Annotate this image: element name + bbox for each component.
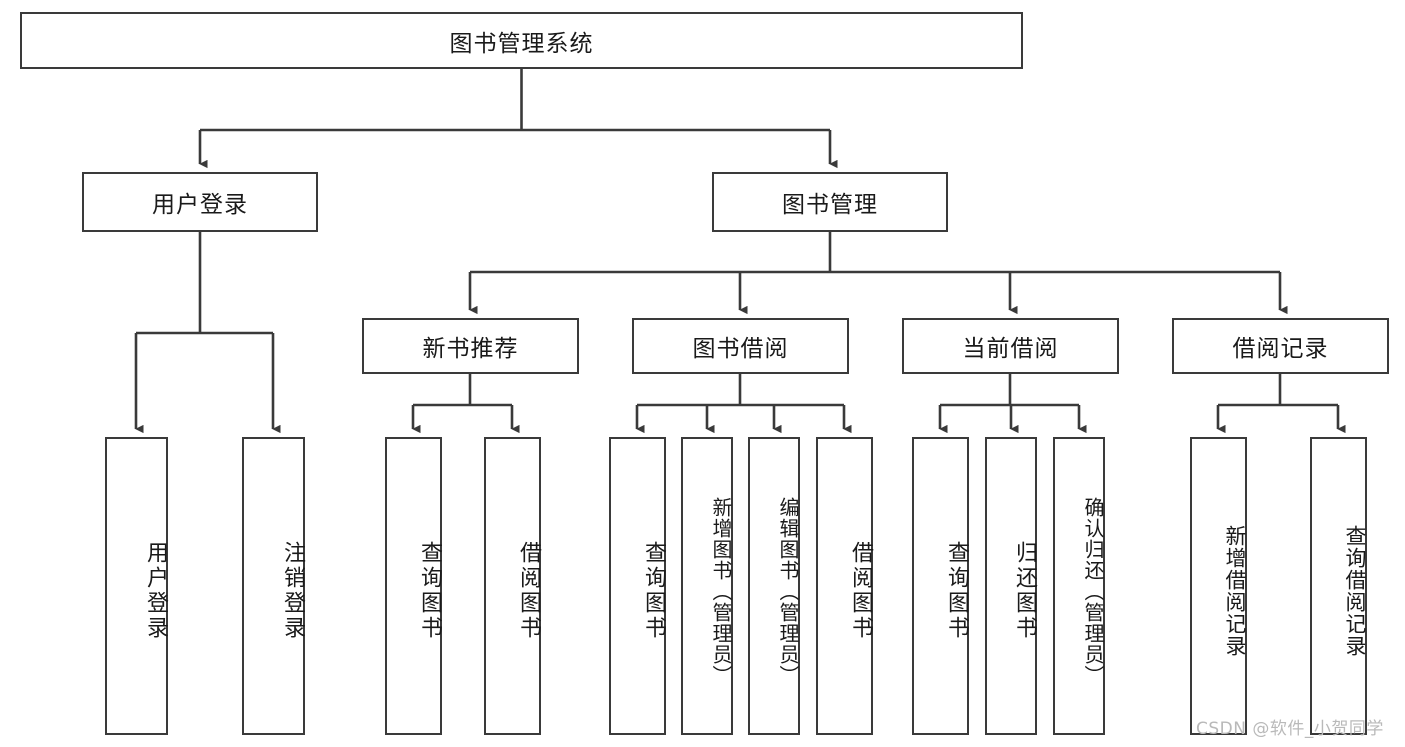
node-label: 查询借阅记录	[1343, 525, 1367, 657]
node-book-borrow[interactable]: 图书借阅	[632, 318, 849, 374]
node-label: 用户登录	[143, 541, 168, 641]
node-root-system[interactable]: 图书管理系统	[20, 12, 1023, 69]
leaf-logout[interactable]: 注销登录	[242, 437, 305, 735]
node-label: 新增借阅记录	[1223, 525, 1247, 657]
node-label: 图书借阅	[692, 336, 789, 362]
leaf-query-book-current[interactable]: 查询图书	[912, 437, 969, 735]
leaf-add-book-admin[interactable]: 新增图书（管理员）	[681, 437, 733, 735]
node-label: 查询图书	[641, 541, 666, 641]
leaf-borrow-book[interactable]: 借阅图书	[816, 437, 873, 735]
leaf-query-book-newbook[interactable]: 查询图书	[385, 437, 442, 735]
node-label: 查询图书	[417, 541, 442, 641]
leaf-edit-book-admin[interactable]: 编辑图书（管理员）	[748, 437, 800, 735]
leaf-add-borrow-record[interactable]: 新增借阅记录	[1190, 437, 1247, 735]
node-label: 当前借阅	[962, 336, 1059, 362]
node-current-borrow[interactable]: 当前借阅	[902, 318, 1119, 374]
node-label: 注销登录	[280, 541, 305, 641]
node-label: 借阅图书	[848, 541, 873, 641]
node-label: 查询图书	[944, 541, 969, 641]
node-user-login[interactable]: 用户登录	[82, 172, 318, 232]
leaf-borrow-book-newbook[interactable]: 借阅图书	[484, 437, 541, 735]
node-label: 借阅图书	[516, 541, 541, 641]
leaf-query-book-borrow[interactable]: 查询图书	[609, 437, 666, 735]
leaf-query-borrow-record[interactable]: 查询借阅记录	[1310, 437, 1367, 735]
node-label: 确认归还（管理员）	[1081, 496, 1105, 686]
node-label: 新书推荐	[422, 336, 519, 362]
node-label: 图书管理	[782, 192, 878, 218]
watermark-text: CSDN @软件_小贺同学	[1196, 719, 1384, 739]
node-label: 新增图书（管理员）	[709, 496, 733, 686]
leaf-user-login[interactable]: 用户登录	[105, 437, 168, 735]
node-label: 用户登录	[152, 192, 248, 218]
leaf-confirm-return-admin[interactable]: 确认归还（管理员）	[1053, 437, 1105, 735]
node-label: 借阅记录	[1232, 336, 1329, 362]
csdn-watermark: CSDN @软件_小贺同学	[1196, 714, 1384, 739]
node-label: 归还图书	[1012, 541, 1037, 641]
leaf-return-book[interactable]: 归还图书	[985, 437, 1037, 735]
node-book-management[interactable]: 图书管理	[712, 172, 948, 232]
node-new-book-recommend[interactable]: 新书推荐	[362, 318, 579, 374]
node-borrow-record[interactable]: 借阅记录	[1172, 318, 1389, 374]
node-label: 编辑图书（管理员）	[776, 496, 800, 686]
node-label: 图书管理系统	[449, 30, 594, 57]
